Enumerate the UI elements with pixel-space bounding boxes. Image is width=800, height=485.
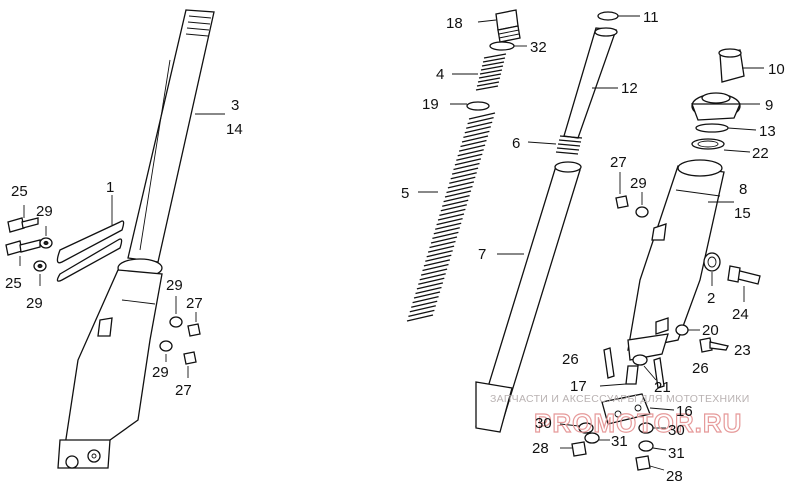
callout-29-upper: 29 <box>36 203 53 220</box>
callout-27-left-lower: 27 <box>175 382 192 399</box>
callout-26-left: 26 <box>562 351 579 368</box>
nut-27-c <box>615 172 629 209</box>
stud-26-right <box>653 357 665 389</box>
callout-5: 5 <box>401 185 409 202</box>
callout-11: 11 <box>643 9 659 26</box>
washer-31-a <box>584 432 610 444</box>
callout-13: 13 <box>759 123 776 140</box>
cap-bolt-18 <box>477 9 521 43</box>
callout-1: 1 <box>106 179 114 196</box>
callout-14: 14 <box>226 121 243 138</box>
rebound-spring-6 <box>555 135 583 155</box>
callout-24: 24 <box>732 306 749 323</box>
callout-30-right: 30 <box>668 422 685 439</box>
callout-9: 9 <box>765 97 773 114</box>
o-ring-32 <box>489 41 527 51</box>
callout-2: 2 <box>707 290 715 307</box>
callout-32: 32 <box>530 39 547 56</box>
right-fork-assembly <box>559 48 764 471</box>
callout-25-upper: 25 <box>11 183 28 200</box>
oil-seal-22 <box>691 138 751 153</box>
callout-31-right: 31 <box>668 445 685 462</box>
left-fork-assembly <box>5 9 225 469</box>
bolt-17 <box>599 365 639 387</box>
left-fork-tube <box>127 9 215 263</box>
callout-8: 8 <box>739 181 747 198</box>
callout-29-right: 29 <box>630 175 647 192</box>
callout-15: 15 <box>734 205 751 222</box>
cable-clamp <box>56 195 125 282</box>
washer-21 <box>632 354 657 381</box>
watermark-caption: ЗАПЧАСТИ И АКСЕССУАРЫ ДЛЯ МОТОТЕХНИКИ <box>490 393 750 405</box>
nut-27-b <box>183 351 197 378</box>
bolt-25-upper <box>7 205 39 233</box>
callout-26-right: 26 <box>692 360 709 377</box>
callout-7: 7 <box>478 246 486 263</box>
callout-12: 12 <box>621 80 638 97</box>
washer-29-d <box>159 340 173 362</box>
washer-29-e <box>635 192 649 218</box>
spring-assembly <box>406 9 557 322</box>
spacer-spring-4 <box>452 53 507 91</box>
washer-29-a <box>39 226 53 249</box>
callout-10: 10 <box>768 61 785 78</box>
nut-28-b <box>635 455 665 471</box>
callout-30-left: 30 <box>535 415 552 432</box>
left-fork-slider <box>57 258 163 469</box>
watermark: ЗАПЧАСТИ И АКСЕССУАРЫ ДЛЯ МОТОТЕХНИКИ PR… <box>490 393 750 439</box>
callout-29-mid-upper: 29 <box>166 277 183 294</box>
ring-11 <box>597 11 640 21</box>
washer-30-b <box>638 422 666 434</box>
callout-17: 17 <box>570 378 587 395</box>
callout-29-lower: 29 <box>26 295 43 312</box>
fork-tube-7 <box>475 161 582 433</box>
callout-20: 20 <box>702 322 719 339</box>
callout-27-left-upper: 27 <box>186 295 203 312</box>
damper-rod-12 <box>563 27 618 139</box>
spring-seat-19 <box>450 101 490 111</box>
stud-26-left <box>603 347 615 379</box>
rubber-cap-10 <box>718 48 764 83</box>
nut-27-a <box>187 312 201 337</box>
drain-bolt-2 <box>703 252 721 286</box>
callout-22: 22 <box>752 145 769 162</box>
washer-31-b <box>638 440 667 452</box>
bolt-23 <box>699 337 729 353</box>
fork-slider-8 <box>627 159 734 361</box>
callout-16: 16 <box>676 403 693 420</box>
watermark-logo: PROMOTOR.RU <box>534 408 742 438</box>
callout-28-right: 28 <box>666 468 683 485</box>
dust-cover-9 <box>691 92 760 121</box>
washer-29-c <box>169 296 183 328</box>
callout-31-left: 31 <box>611 433 628 450</box>
washer-29-b <box>33 260 47 286</box>
callout-labels: 1 2 3 4 5 6 7 8 9 10 11 12 13 14 15 16 1… <box>5 9 785 485</box>
callout-29-mid-lower: 29 <box>152 364 169 381</box>
callout-21: 21 <box>654 379 671 396</box>
callout-4: 4 <box>436 66 444 83</box>
axle-holder-16 <box>601 393 675 425</box>
washer-30-a <box>559 422 594 434</box>
bolt-25-lower <box>5 239 41 266</box>
center-fork <box>475 11 640 433</box>
callout-25-lower: 25 <box>5 275 22 292</box>
washer-20 <box>675 324 700 336</box>
callout-18: 18 <box>446 15 463 32</box>
fork-spring-5 <box>406 112 496 322</box>
snap-ring-13 <box>695 123 757 133</box>
bolt-24 <box>727 265 761 302</box>
callout-23: 23 <box>734 342 751 359</box>
nut-28-a <box>560 441 587 457</box>
callout-3: 3 <box>231 97 239 114</box>
callout-6: 6 <box>512 135 520 152</box>
callout-28-left: 28 <box>532 440 549 457</box>
callout-27-right: 27 <box>610 154 627 171</box>
callout-19: 19 <box>422 96 439 113</box>
